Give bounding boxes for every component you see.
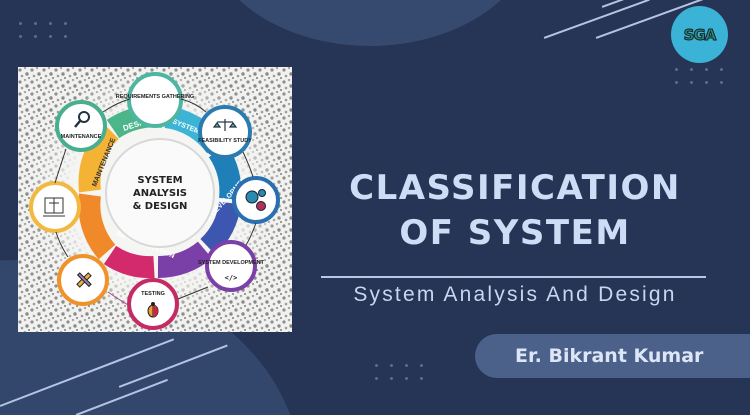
sdlc-diagram-image: DESIGN SYSTEM DESIGN SYSTEM DEVELOPMENT … [18,67,292,332]
bug-icon [147,302,159,318]
slide-subtitle: System Analysis And Design [353,283,677,306]
center-title-line2: ANALYSIS [133,188,187,199]
blueprint-icon [43,197,65,217]
title-divider [321,276,706,278]
node-label-testing: TESTING [141,291,165,297]
title-line-2: OF SYSTEM [399,213,631,253]
node-label-feasibility: FEASIBILITY STUDY [198,138,252,144]
center-title-line3: & DESIGN [133,201,188,212]
gears-icon [245,189,266,211]
logo-text: SGA [683,25,717,44]
magnifier-icon [74,111,90,128]
tools-icon [76,272,92,288]
decorative-dots-top-right [675,68,735,84]
code-icon: </> [225,274,238,282]
title-line-1: CLASSIFICATION [349,168,681,208]
brand-logo: SGA [671,6,728,63]
decorative-stripe [543,0,650,39]
center-title-line1: SYSTEM [137,175,182,186]
decorative-blob-top [205,0,535,46]
node-label-requirements: REQUIREMENTS GATHERING [116,94,194,100]
node-label-system-development: SYSTEM DEVELOPMENT [198,260,265,266]
decorative-dots-bottom [375,364,435,380]
author-name: Er. Bikrant Kumar [515,345,704,367]
author-badge: Er. Bikrant Kumar [475,334,750,378]
scales-icon [212,119,238,131]
slide-title: CLASSIFICATION OF SYSTEM [300,166,730,256]
decorative-dots-top-left [19,22,79,38]
node-label-maintenance: MAINTENANCE [61,134,102,140]
